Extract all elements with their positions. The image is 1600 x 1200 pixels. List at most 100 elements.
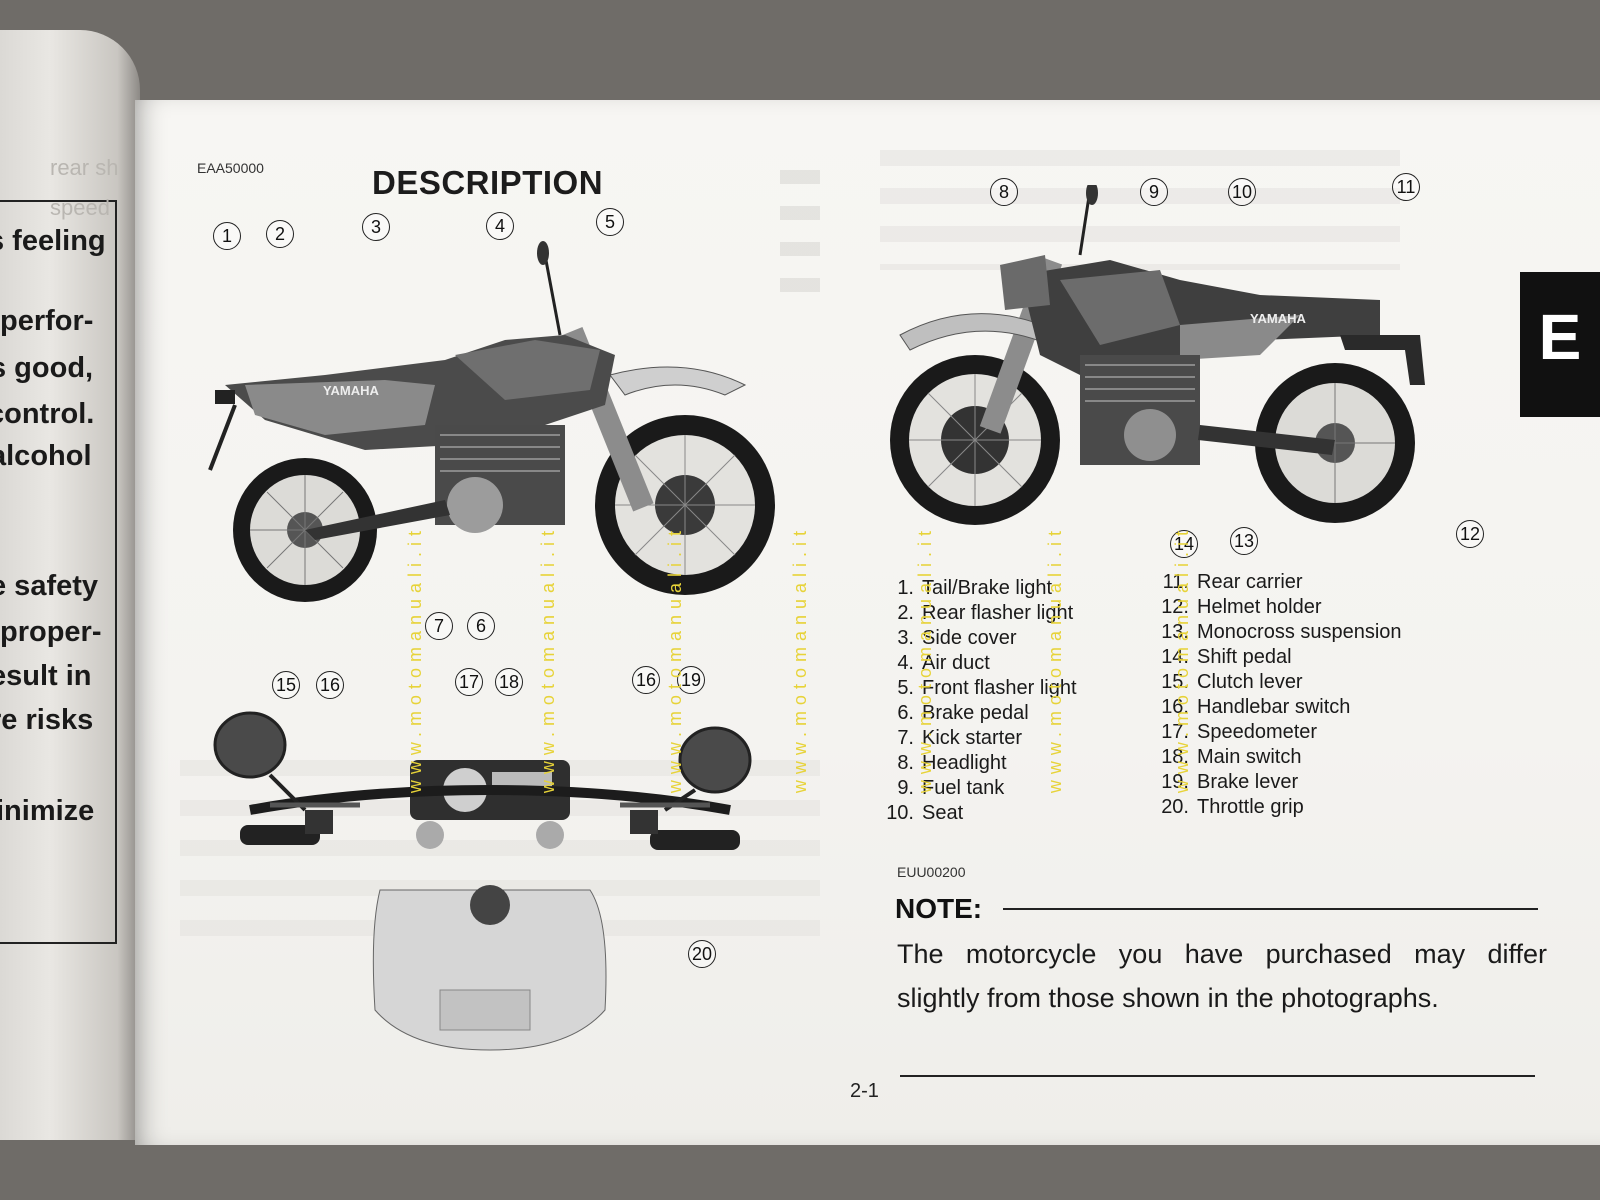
list-item-number: 5. — [897, 677, 914, 699]
list-item: 6. Brake pedal — [880, 701, 1077, 726]
list-item: 17. Speedometer — [1155, 720, 1402, 745]
callout-number: 18 — [495, 668, 523, 696]
list-item-number: 7. — [897, 727, 914, 749]
note-bottom-divider — [900, 1075, 1535, 1077]
list-item: 11. Rear carrier — [1155, 570, 1402, 595]
list-item: 7. Kick starter — [880, 726, 1077, 751]
list-item-number: 4. — [897, 652, 914, 674]
list-item-number: 18. — [1161, 746, 1189, 768]
callout-number: 6 — [467, 612, 495, 640]
watermark: www.motomanuali.it — [1045, 525, 1065, 794]
left-page-line: e safety — [0, 570, 99, 602]
callout-number: 16 — [632, 666, 660, 694]
list-item-number: 12. — [1161, 596, 1189, 618]
list-item-label: Handlebar switch — [1197, 696, 1351, 718]
list-item-number: 9. — [897, 777, 914, 799]
left-page-frame — [0, 200, 117, 944]
list-item-number: 1. — [897, 577, 914, 599]
callout-number: 16 — [316, 671, 344, 699]
callout-number: 8 — [990, 178, 1018, 206]
list-item-number: 2. — [897, 602, 914, 624]
list-item-label: Tail/Brake light — [922, 577, 1053, 599]
callout-number: 2 — [266, 220, 294, 248]
watermark: www.motomanuali.it — [665, 525, 685, 794]
list-item-label: Headlight — [922, 752, 1007, 774]
callout-number: 15 — [272, 671, 300, 699]
callout-number: 7 — [425, 612, 453, 640]
list-item-number: 13. — [1161, 621, 1189, 643]
handlebar-photo — [213, 711, 752, 1051]
motorcycle-right-side-photo: YAMAHA — [208, 241, 775, 602]
list-item: 5. Front flasher light — [880, 676, 1077, 701]
list-item: 14. Shift pedal — [1155, 645, 1402, 670]
watermark: www.motomanuali.it — [915, 525, 935, 794]
list-item: 3. Side cover — [880, 626, 1077, 651]
callout-number: 17 — [455, 668, 483, 696]
bleed-through-text — [880, 150, 1400, 270]
list-item: 4. Air duct — [880, 651, 1077, 676]
list-item: 16.Handlebar switch — [1155, 695, 1402, 720]
watermark: www.motomanuali.it — [538, 525, 558, 794]
page-title: DESCRIPTION — [372, 164, 604, 201]
list-item-label: Air duct — [922, 652, 990, 674]
callout-number: 4 — [486, 212, 514, 240]
left-page-faint-text: rear sh — [50, 155, 119, 180]
list-item: 15. Clutch lever — [1155, 670, 1402, 695]
left-page-line: s good, — [0, 352, 94, 384]
list-item: 2. Rear flasher light — [880, 601, 1077, 626]
list-item-number: 11. — [1162, 571, 1189, 593]
list-item: 1. Tail/Brake light — [880, 576, 1077, 601]
list-item: 10.Seat — [880, 801, 1077, 826]
list-item-label: Fuel tank — [922, 777, 1005, 799]
callout-number: 14 — [1170, 530, 1198, 558]
left-page-line: esult in — [0, 660, 92, 692]
list-item-label: Clutch lever — [1197, 671, 1303, 693]
list-item-label: Rear flasher light — [922, 602, 1074, 624]
list-item-label: Brake lever — [1197, 771, 1299, 793]
list-item: 9. Fuel tank — [880, 776, 1077, 801]
watermark: www.motomanuali.it — [790, 525, 810, 794]
list-item-label: Shift pedal — [1197, 646, 1292, 668]
parts-list-column-1: 1.Tail/Brake light 2.Rear flasher light … — [880, 576, 1077, 826]
list-item-label: Seat — [922, 802, 964, 824]
callout-number: 20 — [688, 940, 716, 968]
left-page-faint-text: speed — [50, 195, 110, 220]
list-item-number: 17. — [1161, 721, 1189, 743]
callout-number: 12 — [1456, 520, 1484, 548]
list-item: 19. Brake lever — [1155, 770, 1402, 795]
list-item-number: 6. — [897, 702, 914, 724]
list-item-number: 15. — [1161, 671, 1189, 693]
callout-number: 1 — [213, 222, 241, 250]
callout-number: 5 — [596, 208, 624, 236]
list-item-label: Speedometer — [1197, 721, 1318, 743]
list-item-label: Monocross suspension — [1197, 621, 1402, 643]
list-item-number: 14. — [1161, 646, 1189, 668]
list-item: 8. Headlight — [880, 751, 1077, 776]
list-item: 20.Throttle grip — [1155, 795, 1402, 820]
left-page-line: proper- — [0, 616, 102, 648]
list-item-label: Throttle grip — [1197, 796, 1304, 818]
list-item-label: Helmet holder — [1197, 596, 1322, 618]
list-item-number: 19. — [1161, 771, 1189, 793]
callout-number: 10 — [1228, 178, 1256, 206]
list-item: 18.Main switch — [1155, 745, 1402, 770]
left-page-line: s feeling — [0, 225, 106, 257]
list-item-label: Rear carrier — [1197, 571, 1303, 593]
list-item-number: 3. — [897, 627, 914, 649]
note-divider — [1003, 908, 1538, 910]
list-item-label: Side cover — [922, 627, 1017, 649]
left-page-line: re risks — [0, 704, 94, 736]
section-tab: E — [1520, 272, 1600, 417]
list-item-label: Front flasher light — [922, 677, 1077, 699]
list-item-number: 8. — [897, 752, 914, 774]
callout-number: 19 — [677, 666, 705, 694]
list-item: 12. Helmet holder — [1155, 595, 1402, 620]
bleed-through-text — [780, 170, 820, 310]
list-item-label: Brake pedal — [922, 702, 1029, 724]
motorcycle-left-side-photo: YAMAHA — [890, 185, 1425, 525]
left-book-page: rear sh speed s feeling perfor- s good, … — [0, 30, 140, 1140]
list-item-label: Kick starter — [922, 727, 1023, 749]
callout-number: 11 — [1392, 173, 1420, 201]
watermark: www.motomanuali.it — [1172, 525, 1192, 794]
left-page-line: perfor- — [0, 305, 94, 337]
